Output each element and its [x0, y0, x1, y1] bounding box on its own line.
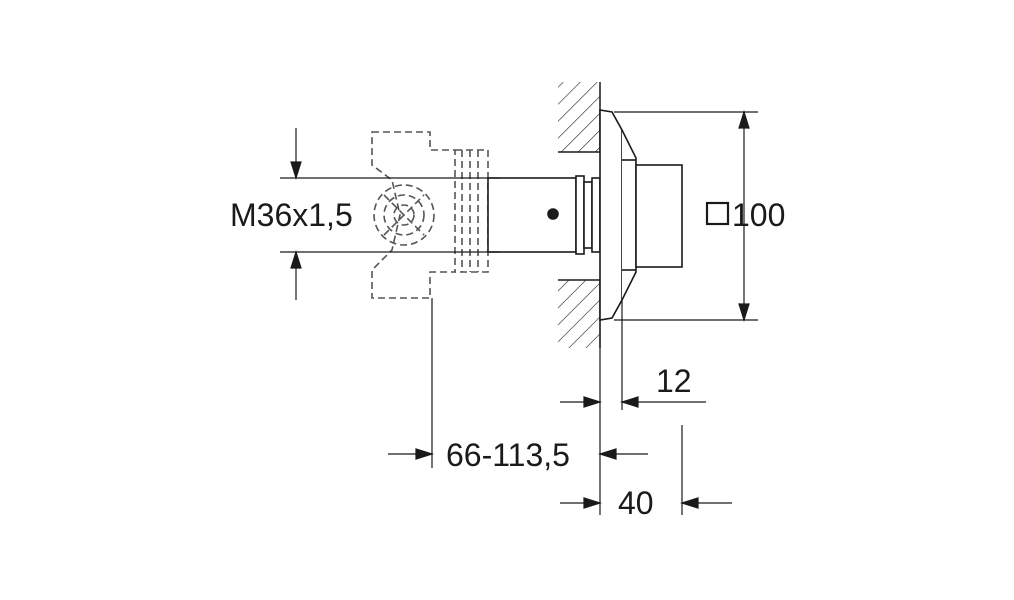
stem-pin-icon — [547, 208, 559, 220]
depth-range-dimension — [388, 298, 648, 468]
square-size-label: 100 — [732, 197, 785, 233]
handle-knob — [621, 129, 683, 301]
wall-upper — [558, 82, 601, 153]
wall-lower — [558, 279, 601, 348]
depth-12-label: 12 — [656, 363, 692, 399]
thread-dimension — [280, 128, 500, 300]
square-size-dimension — [614, 109, 758, 323]
square-symbol-icon — [705, 201, 730, 226]
valve-stem — [487, 175, 601, 255]
depth-12-dimension — [560, 300, 706, 515]
valve-body-hidden — [371, 131, 489, 299]
escutcheon-plate — [599, 109, 623, 321]
depth-range-label: 66-113,5 — [446, 437, 570, 473]
thread-label: M36x1,5 — [230, 197, 353, 233]
depth-40-label: 40 — [618, 485, 654, 521]
depth-40-dimension — [560, 425, 732, 515]
